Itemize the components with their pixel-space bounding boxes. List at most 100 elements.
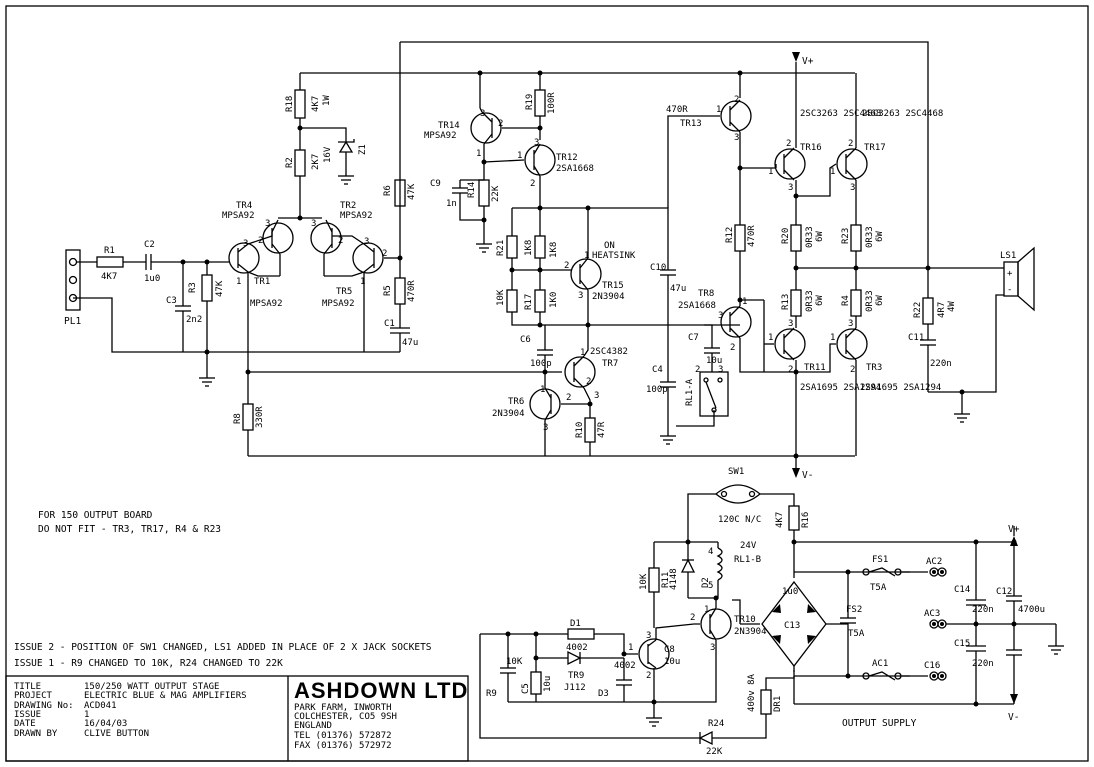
tr16-transistor: 2SC3263 2SC4468 TR16 2 1 3 [768, 109, 881, 193]
svg-text:R23: R23 [841, 228, 851, 244]
sw1-thermal-switch: SW1 120C N/C [714, 467, 761, 525]
r11-resistor: 10K R11 [639, 567, 671, 593]
svg-text:3: 3 [788, 183, 793, 193]
ac2-terminal: AC3 [924, 609, 947, 629]
drawing-title: 150/250 WATT OUTPUT STAGE [84, 682, 219, 692]
svg-text:HEATSINK: HEATSINK [592, 251, 636, 261]
svg-text:C6: C6 [520, 335, 531, 345]
r24-resistor: 400v 8A DR1 [747, 673, 783, 715]
svg-text:AC3: AC3 [924, 609, 940, 619]
svg-text:24V: 24V [740, 541, 757, 551]
tr1-transistor: TR1 MPSA92 3 1 [228, 239, 283, 309]
r10-resistor: R10 47R [575, 417, 607, 443]
svg-text:R11: R11 [661, 572, 671, 588]
svg-text:TR14: TR14 [438, 121, 460, 131]
svg-text:10u: 10u [706, 356, 722, 366]
svg-text:C4: C4 [652, 365, 663, 375]
r18-resistor: R18 4K7 1W [285, 89, 332, 119]
svg-text:1: 1 [768, 167, 773, 177]
vminus-supply-label: V- [1008, 712, 1019, 723]
svg-text:1: 1 [830, 333, 835, 343]
svg-text:TR10: TR10 [734, 615, 756, 625]
svg-text:C8: C8 [664, 645, 675, 655]
vminus-rail: V- [248, 455, 855, 481]
svg-text:C13: C13 [784, 621, 800, 631]
r15-resistor: 1K8 1K8 [524, 235, 559, 259]
svg-text:2: 2 [586, 377, 591, 387]
svg-text:1: 1 [540, 385, 545, 395]
svg-text:3: 3 [265, 219, 270, 229]
svg-text:220n: 220n [972, 659, 994, 669]
ground-symbol [646, 717, 662, 727]
svg-text:1n: 1n [446, 199, 457, 209]
tr4-transistor: TR4 MPSA92 3 2 [222, 201, 294, 255]
svg-text:2: 2 [498, 119, 503, 129]
svg-text:C2: C2 [144, 240, 155, 250]
svg-text:C16: C16 [924, 661, 940, 671]
svg-text:AC2: AC2 [926, 557, 942, 567]
svg-text:MPSA92: MPSA92 [222, 211, 255, 221]
svg-text:47u: 47u [402, 338, 418, 348]
r14-resistor: R14 22K [467, 179, 501, 207]
svg-text:2: 2 [850, 365, 855, 375]
svg-text:TR9: TR9 [568, 671, 584, 681]
issue2-note: ISSUE 2 - POSITION OF SW1 CHANGED, LS1 A… [14, 642, 432, 653]
svg-text:5: 5 [708, 581, 713, 591]
svg-text:2: 2 [566, 393, 571, 403]
svg-text:6W: 6W [815, 295, 825, 306]
company-name: ASHDOWN LTD [294, 678, 468, 703]
svg-text:R20: R20 [781, 228, 791, 244]
rl1a-relay-contact: RL1-A 2 3 [685, 365, 729, 417]
svg-text:+: + [1007, 269, 1013, 279]
svg-text:R4: R4 [841, 295, 851, 306]
r16-resistor: 4K7 R16 [775, 505, 811, 531]
svg-text:4K7: 4K7 [775, 512, 785, 528]
svg-text:PL1: PL1 [64, 316, 81, 327]
svg-text:1: 1 [360, 277, 365, 287]
svg-text:3: 3 [850, 183, 855, 193]
svg-text:2: 2 [695, 365, 700, 375]
svg-text:R1: R1 [104, 246, 115, 256]
dr1-bridge-rectifier: C13 1u0 [761, 580, 827, 668]
r4-resistor: R4 0R33 6W [841, 289, 885, 317]
svg-text:0R33: 0R33 [865, 226, 875, 248]
svg-text:2SC3263 2SC4468: 2SC3263 2SC4468 [862, 109, 943, 119]
c7-capacitor: C7 10u [688, 333, 722, 366]
svg-text:2: 2 [258, 236, 263, 246]
svg-text:4002: 4002 [566, 643, 588, 653]
svg-text:R12: R12 [725, 227, 735, 243]
r13-resistor: R13 0R33 6W [781, 289, 825, 317]
svg-text:470R: 470R [747, 225, 757, 247]
svg-text:R18: R18 [285, 96, 295, 112]
r19-resistor: R19 100R [525, 89, 557, 117]
vminus-supply-arrow [1010, 694, 1018, 704]
svg-text:3: 3 [243, 239, 248, 249]
tr11-transistor: TR11 2SA1695 2SA1294 3 1 2 [768, 319, 881, 393]
svg-text:2: 2 [382, 249, 387, 259]
svg-text:220n: 220n [930, 359, 952, 369]
svg-text:C1: C1 [384, 319, 395, 329]
r17-resistor: R17 1K0 [524, 289, 559, 313]
svg-text:1: 1 [704, 605, 709, 615]
svg-text:47K: 47K [215, 280, 225, 297]
svg-text:47K: 47K [407, 183, 417, 200]
svg-text:PROJECT: PROJECT [14, 691, 53, 701]
svg-text:3: 3 [718, 365, 723, 375]
svg-text:3: 3 [364, 237, 369, 247]
ac1-terminal: AC2 [926, 557, 947, 577]
svg-text:4W: 4W [947, 301, 957, 312]
svg-text:COLCHESTER, CO5 9SH: COLCHESTER, CO5 9SH [294, 712, 397, 722]
r9-resistor: C5 10u [521, 671, 553, 695]
svg-text:3: 3 [480, 109, 485, 119]
svg-text:100p: 100p [530, 359, 552, 369]
svg-text:TITLE: TITLE [14, 682, 41, 692]
svg-text:D2: D2 [701, 577, 711, 588]
vplus-rail: V+ [300, 41, 929, 268]
tr2-transistor: TR2 MPSA92 3 2 [310, 201, 373, 255]
svg-text:10K: 10K [496, 289, 506, 306]
svg-text:DR1: DR1 [773, 696, 783, 712]
issue-number: 1 [84, 710, 89, 720]
svg-text:TR2: TR2 [340, 201, 356, 211]
svg-text:2SC4382: 2SC4382 [590, 347, 628, 357]
